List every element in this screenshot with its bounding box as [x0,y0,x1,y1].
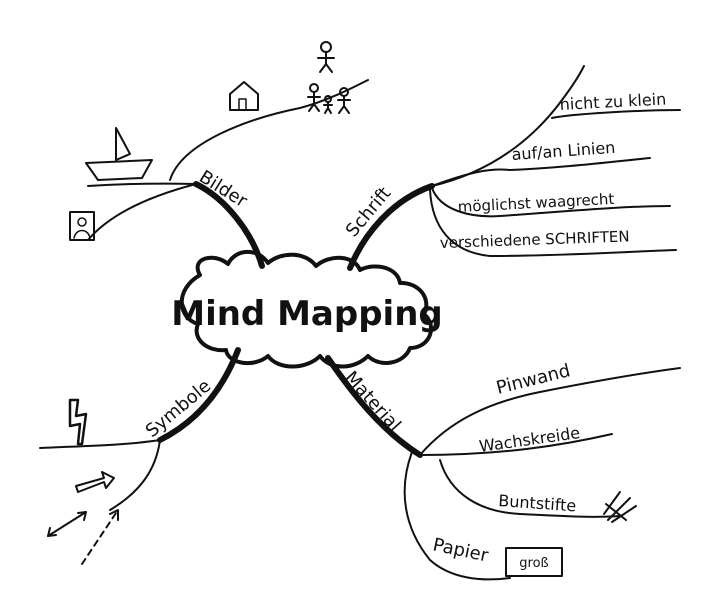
branch-schrift: Schrift nicht zu klein auf/an Linien mög… [342,65,681,257]
material-item-2: Wachskreide [478,423,581,456]
house-icon [229,81,259,111]
schrift-sub-3-line [431,187,671,218]
papier-size-box: groß [505,547,563,577]
branch-connectors [157,181,435,458]
material-sub-1-line [419,367,681,456]
material-sub-4-line [403,451,511,581]
schrift-sub-4-line [429,189,677,257]
material-item-3: Buntstifte [498,491,577,515]
branch-schrift-line [347,183,435,271]
symbole-lower-line [109,439,161,511]
papier-box-label: groß [519,556,548,571]
branch-material-line [325,355,423,458]
material-label: Material [340,367,405,435]
bilder-boat-line [87,182,197,187]
center-title: Mind Mapping [171,294,443,334]
branch-material: Material Pinwand Wachskreide Buntstifte … [340,360,681,581]
branch-bilder: Bilder [69,41,369,241]
branch-symbole: Symbole [39,376,215,565]
crayon-icon [603,491,637,523]
schrift-sub-1-line [431,65,585,187]
arrows-icon [47,471,119,565]
bilder-upper-curve [169,79,369,181]
material-sub-3-line [439,459,621,518]
branch-symbole-line [157,347,241,443]
schrift-item-2: auf/an Linien [511,138,616,164]
portrait-icon [69,211,95,241]
center-node: Mind Mapping [171,249,443,369]
lightning-icon [68,398,88,446]
branch-bilder-line [193,181,265,269]
boat-icon [85,127,153,181]
schrift-sub-1-underline [551,109,681,119]
schrift-sub-2-line [431,157,651,187]
schrift-item-3: möglichst waagrecht [457,190,615,216]
bilder-lower-curve [87,183,197,241]
symbole-upper-line [39,439,161,449]
material-item-4: Papier [431,534,491,566]
people-icon [307,41,351,114]
schrift-item-4: verschiedene SCHRIFTEN [440,227,630,252]
material-sub-2-line [419,433,613,456]
center-cloud [179,249,433,369]
